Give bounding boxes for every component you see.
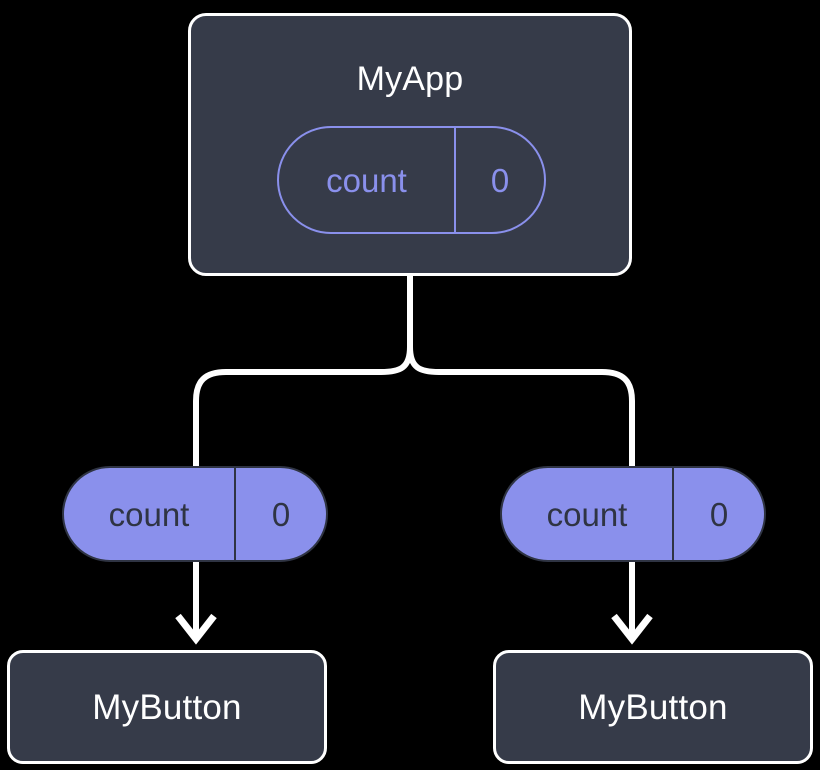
arrowhead-right bbox=[611, 613, 653, 645]
edge-branch-fork bbox=[193, 346, 413, 466]
prop-pill-right-value: 0 bbox=[709, 495, 729, 533]
component-node-mybutton-left[interactable]: MyButton bbox=[7, 650, 327, 764]
prop-pill-left-key: count bbox=[64, 468, 236, 560]
state-pill-root-key: count bbox=[279, 128, 456, 232]
prop-pill-right-key: count bbox=[502, 468, 674, 560]
prop-pill-left-value: 0 bbox=[271, 495, 291, 533]
state-pill-root[interactable]: count 0 bbox=[277, 126, 546, 234]
component-label-mybutton-right: MyButton bbox=[578, 687, 728, 727]
arrowhead-left bbox=[175, 613, 217, 645]
component-label-myapp: MyApp bbox=[356, 60, 464, 98]
prop-pill-left[interactable]: count 0 bbox=[62, 466, 328, 562]
component-node-mybutton-right[interactable]: MyButton bbox=[493, 650, 813, 764]
edge-branch-fork-right bbox=[407, 346, 635, 466]
state-pill-root-value: 0 bbox=[490, 161, 510, 199]
prop-pill-right[interactable]: count 0 bbox=[500, 466, 766, 562]
component-label-mybutton-left: MyButton bbox=[92, 687, 242, 727]
